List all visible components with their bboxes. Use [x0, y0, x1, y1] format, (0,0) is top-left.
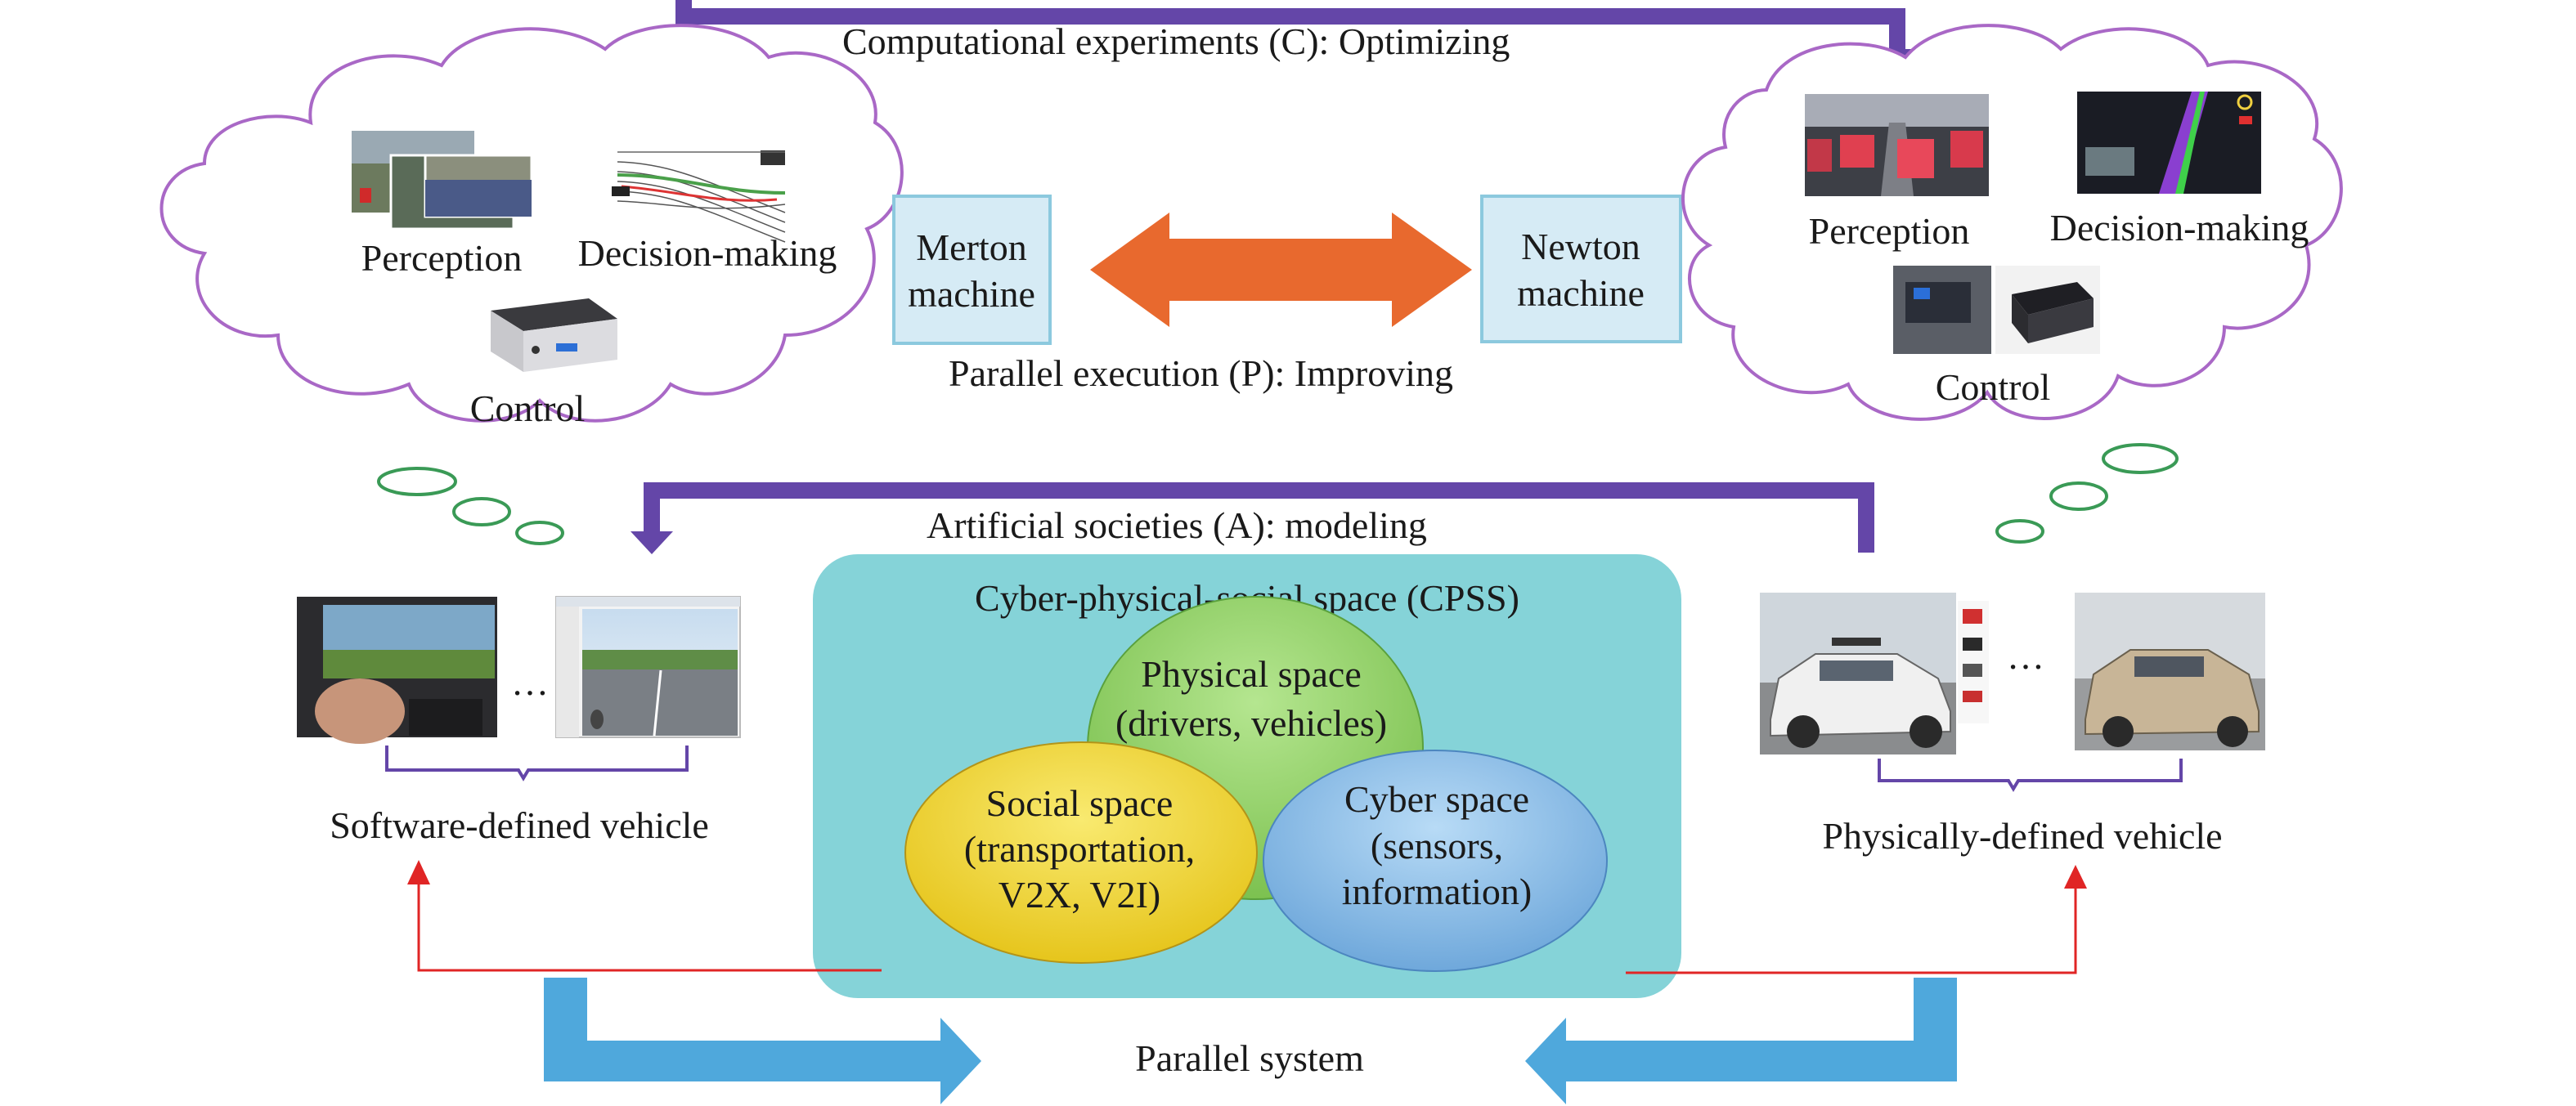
- cyber-space-desc-2: information): [1342, 871, 1533, 912]
- test-vehicle-photo-2: [2075, 593, 2265, 750]
- right-parallel-system-arrow: [1525, 978, 1957, 1104]
- left-decision-graph: [605, 150, 793, 243]
- right-control-images: [1893, 266, 2100, 354]
- left-decision-label: Decision-making: [578, 232, 837, 274]
- social-space-ellipse: [904, 741, 1258, 964]
- newton-line2: machine: [1517, 272, 1645, 314]
- left-feedback-arrow: [407, 860, 882, 972]
- physical-space-title: Physical space: [1141, 653, 1362, 695]
- social-space-title: Social space: [986, 782, 1174, 824]
- merton-line1: Merton: [916, 226, 1026, 268]
- physical-vehicle-label: Physically-defined vehicle: [1822, 815, 2222, 857]
- parallel-system-label: Parallel system: [1135, 1037, 1364, 1079]
- software-vehicle-brace: [385, 746, 689, 781]
- physical-vehicle-brace: [1878, 759, 2183, 792]
- cyber-space-desc-1: (sensors,: [1371, 825, 1503, 866]
- driving-simulator-image: [297, 597, 497, 744]
- software-vehicle-label: Software-defined vehicle: [330, 804, 709, 846]
- left-control-label: Control: [470, 387, 586, 429]
- right-perception-label: Perception: [1809, 210, 1970, 252]
- left-perception-label: Perception: [361, 237, 523, 279]
- physical-space-desc: (drivers, vehicles): [1115, 702, 1387, 744]
- right-perception-image: [1805, 94, 1989, 196]
- cyber-space-title: Cyber space: [1344, 778, 1529, 820]
- newton-line1: Newton: [1521, 226, 1640, 267]
- left-control-device: [491, 298, 617, 372]
- left-perception-image: [352, 131, 533, 231]
- artificial-societies-label: Artificial societies (A): modeling: [927, 504, 1427, 546]
- parallel-execution-label: Parallel execution (P): Improving: [949, 352, 1453, 394]
- left-thought-cloud: [159, 24, 904, 545]
- right-control-label: Control: [1936, 366, 2051, 408]
- left-vehicle-ellipsis: …: [511, 661, 549, 703]
- test-vehicle-photo-1: [1760, 593, 1956, 754]
- cyber-space-ellipse: [1263, 750, 1608, 972]
- simulation-software-image: [555, 596, 741, 738]
- artificial-societies-arrow: [631, 482, 1874, 554]
- social-space-desc-2: V2X, V2I): [999, 874, 1160, 916]
- right-feedback-arrow: [1626, 865, 2087, 974]
- right-decision-label: Decision-making: [2050, 207, 2309, 249]
- right-vehicle-ellipsis: …: [2007, 635, 2044, 677]
- left-parallel-system-arrow: [544, 978, 981, 1104]
- newton-machine-box: Newton machine: [1480, 195, 1682, 343]
- merton-newton-double-arrow: [1090, 213, 1472, 327]
- vehicle-sensor-strip: [1958, 601, 1989, 723]
- computational-experiments-label: Computational experiments (C): Optimizin…: [842, 20, 1510, 62]
- merton-machine-box: Merton machine: [892, 195, 1052, 345]
- merton-line2: machine: [908, 273, 1035, 315]
- social-space-desc-1: (transportation,: [964, 828, 1195, 870]
- right-decision-image: [2077, 92, 2261, 194]
